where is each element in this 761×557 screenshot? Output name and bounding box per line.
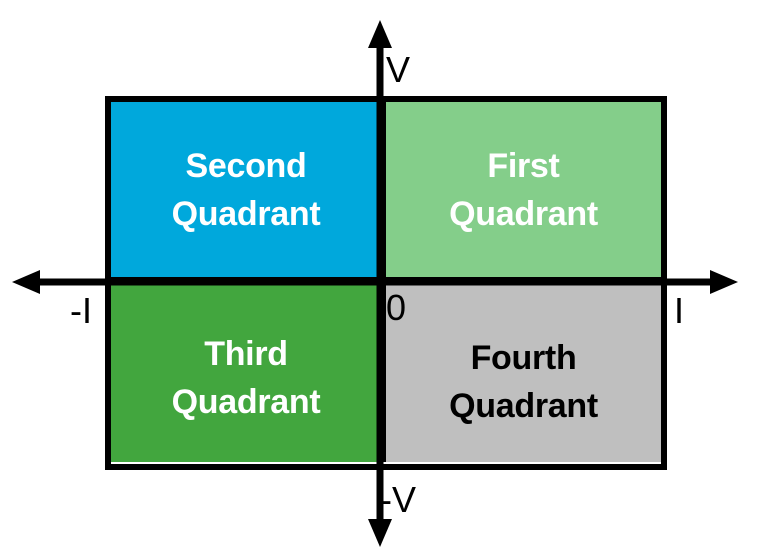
axis-label-origin: 0: [386, 287, 407, 328]
quadrant-fourth-line2: Quadrant: [449, 387, 598, 425]
axis-label-negative-v: -V: [380, 479, 416, 520]
axis-label-v: V: [386, 49, 411, 90]
quadrant-first-line2: Quadrant: [449, 194, 598, 233]
quadrant-second-text: Second Quadrant: [172, 142, 321, 238]
quadrant-second-line1: Second: [185, 146, 307, 185]
quadrant-third-line1: Third: [204, 335, 288, 373]
quadrant-second: Second Quadrant: [111, 102, 386, 282]
axis-label-negative-i: -I: [70, 290, 92, 331]
quadrant-first-text: First Quadrant: [449, 142, 598, 238]
quadrant-first: First Quadrant: [386, 102, 661, 282]
axis-arrowhead-left-icon: [12, 270, 40, 294]
quadrant-third: Third Quadrant: [111, 282, 386, 462]
quadrant-fourth-text: Fourth Quadrant: [449, 334, 598, 430]
quadrant-grid: Second Quadrant First Quadrant Third Qua…: [105, 96, 667, 470]
quadrant-first-line1: First: [487, 146, 560, 185]
quadrant-third-text: Third Quadrant: [172, 330, 321, 426]
axis-arrowhead-up-icon: [368, 20, 392, 48]
quadrant-second-line2: Quadrant: [171, 194, 321, 233]
axis-label-i: I: [674, 290, 685, 331]
quadrant-fourth: Fourth Quadrant: [386, 282, 661, 462]
quadrant-third-line2: Quadrant: [171, 383, 321, 421]
axis-arrowhead-down-icon: [368, 519, 392, 547]
quadrant-fourth-line1: Fourth: [470, 339, 577, 377]
axis-arrowhead-right-icon: [710, 270, 738, 294]
